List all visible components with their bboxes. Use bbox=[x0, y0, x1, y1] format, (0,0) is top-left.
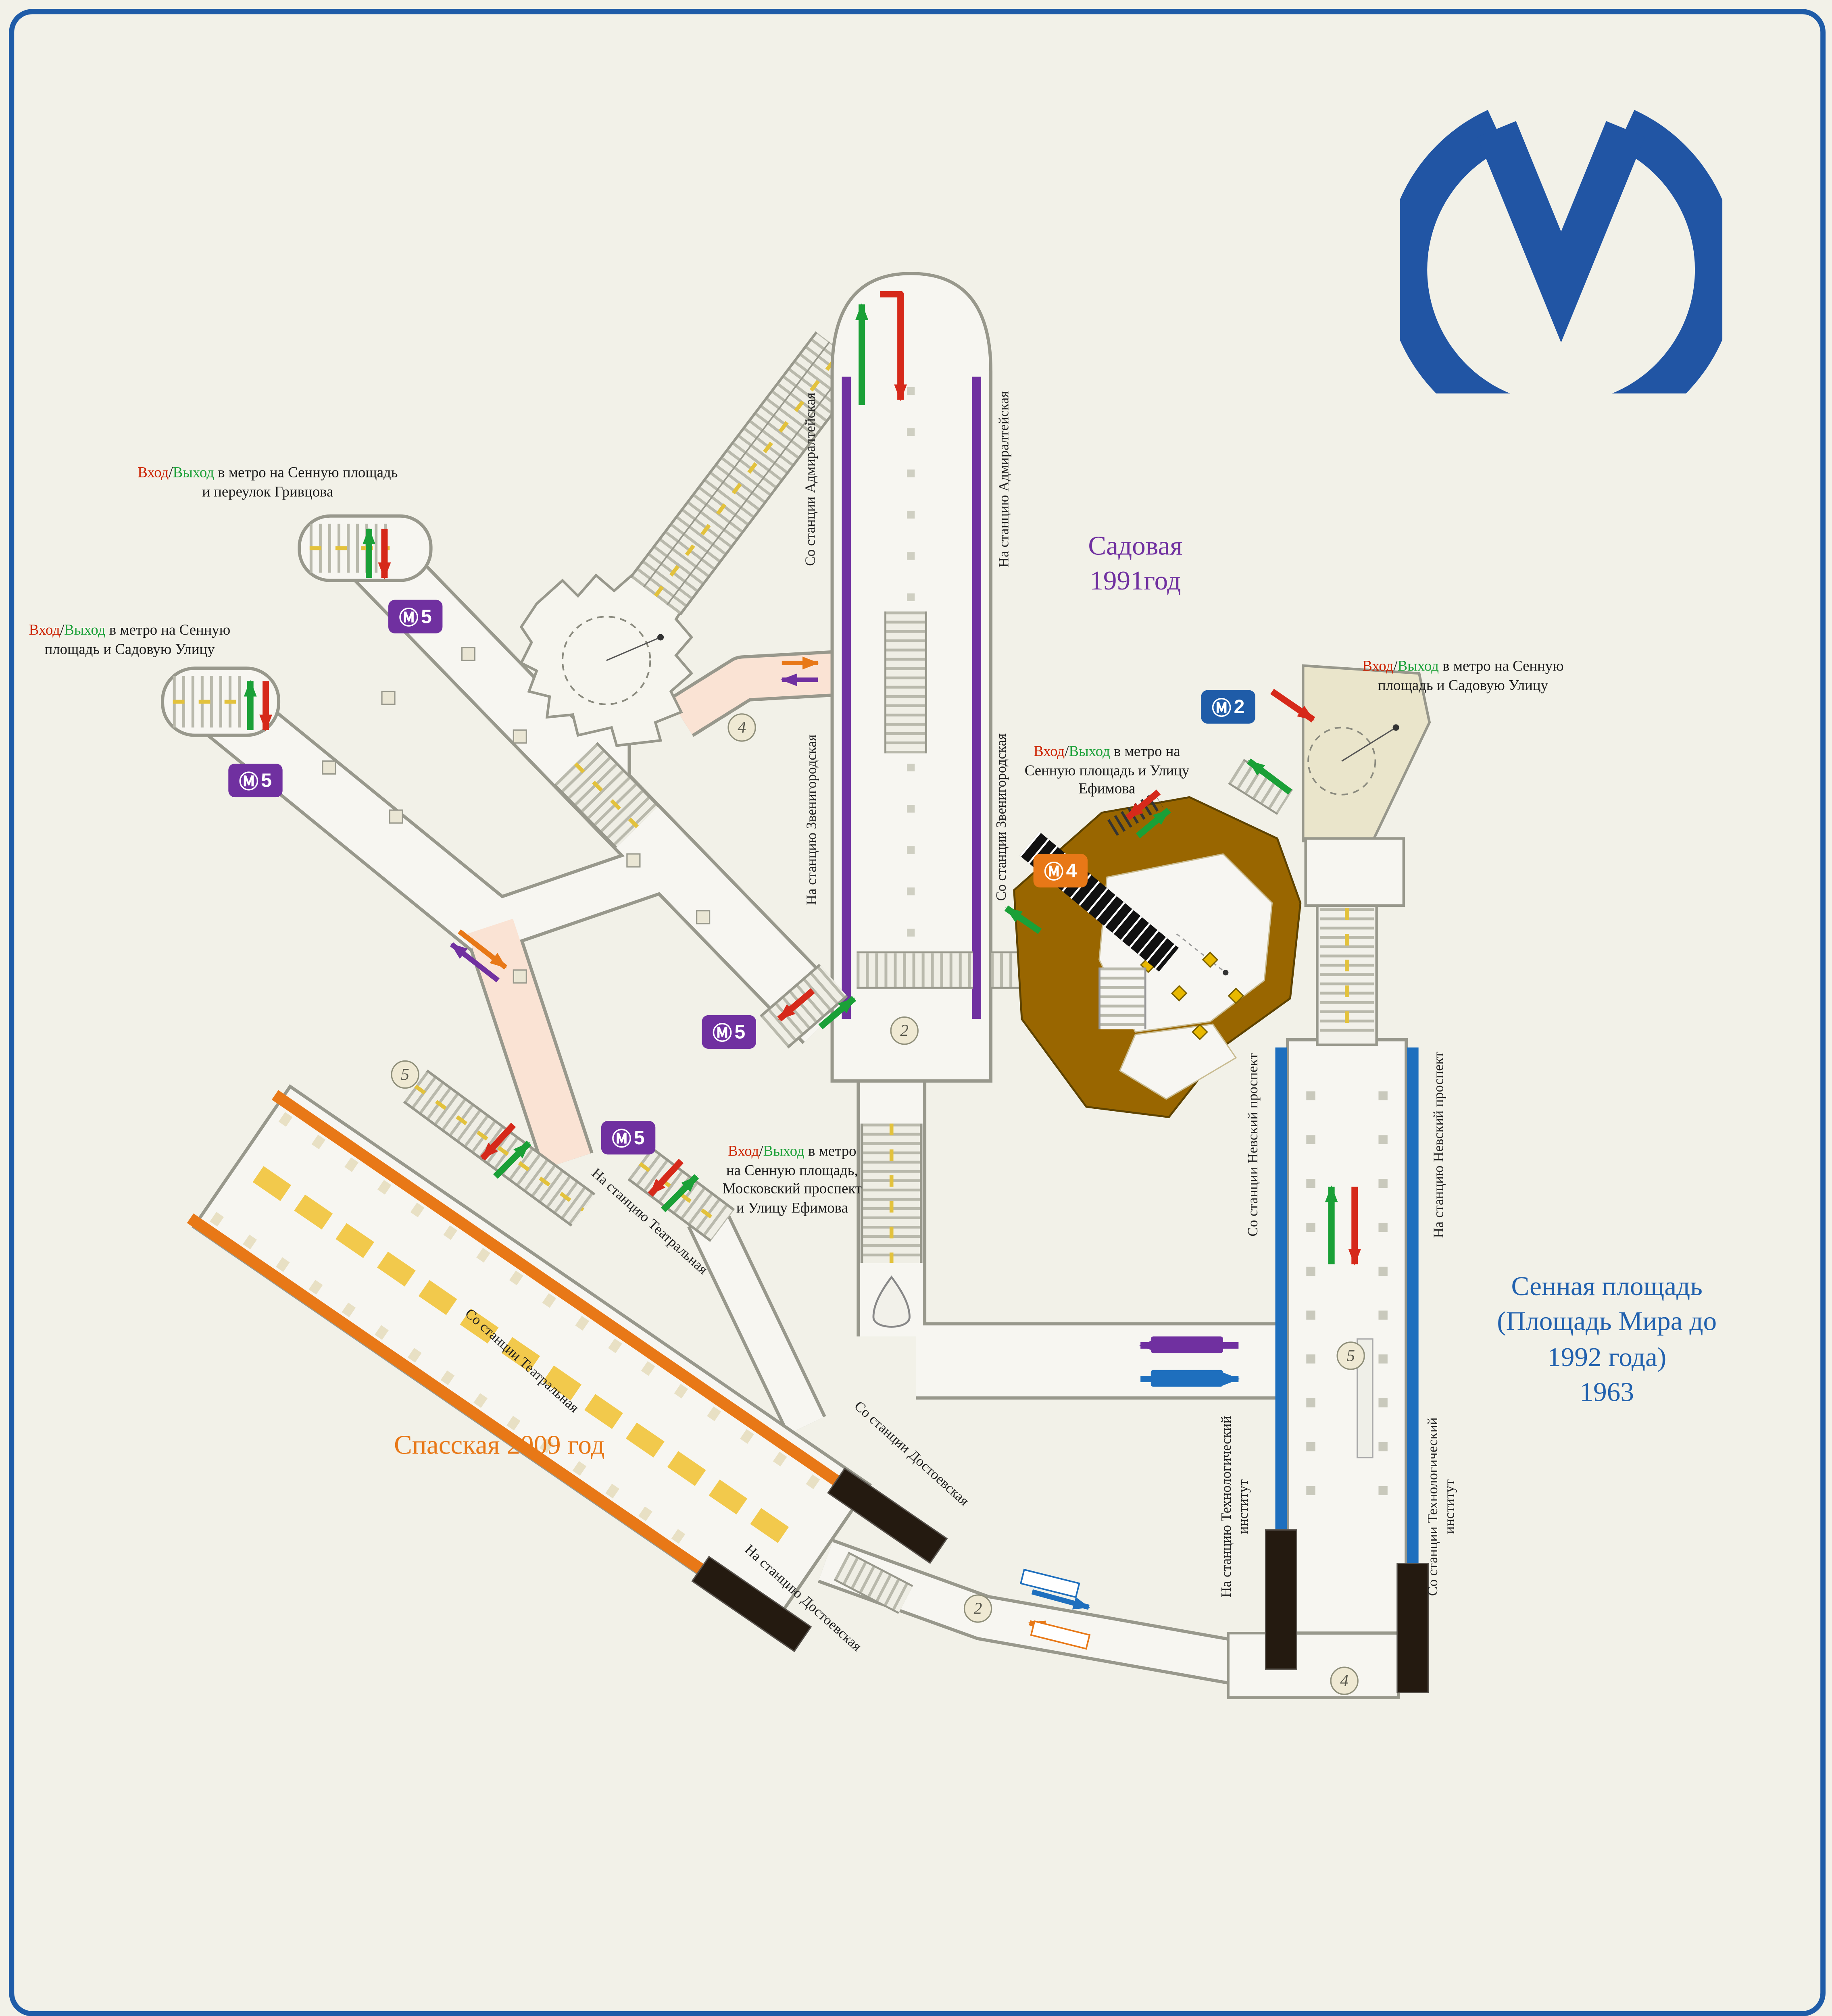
title-line: Спасская 2009 год bbox=[394, 1429, 605, 1460]
title-line: Садовая bbox=[1088, 530, 1183, 561]
escalator-corridor-junction bbox=[553, 742, 660, 849]
entrance-rest: в метро на Сенную площадь и Садовую Улиц… bbox=[1378, 659, 1564, 694]
track-label-to-tekhnologichesky: На станцию Технологический институт bbox=[1219, 1416, 1252, 1597]
line-number: 5 bbox=[634, 1127, 645, 1149]
line-number: 5 bbox=[421, 606, 432, 628]
track-label-from-tekhnologichesky: Со станции Технологический институт bbox=[1426, 1417, 1458, 1596]
entrance-out-word: Выход bbox=[763, 1144, 804, 1160]
junction-number: 5 bbox=[1336, 1341, 1365, 1370]
entrance-sep: / bbox=[169, 465, 173, 481]
junction-number: 2 bbox=[963, 1594, 992, 1623]
title-line: 1963 bbox=[1580, 1376, 1634, 1408]
title-line: (Площадь Мира до bbox=[1497, 1306, 1717, 1337]
main-incline-escalators bbox=[629, 331, 867, 616]
entrance-sep: / bbox=[759, 1144, 763, 1160]
metro-m-icon: Ⓜ bbox=[1044, 861, 1064, 883]
exit-bar-grivtsova bbox=[298, 514, 433, 582]
entrance-out-word: Выход bbox=[1397, 659, 1439, 675]
spasskaya-station bbox=[187, 1084, 948, 1652]
track-label-to-zvenigorodskaya: На станцию Звенигородская bbox=[804, 734, 820, 905]
entrance-sep: / bbox=[1393, 659, 1398, 675]
metro-m-icon: Ⓜ bbox=[399, 607, 419, 629]
title-line: 1992 года) bbox=[1547, 1341, 1667, 1372]
track-label-from-nevsky: Со станции Невский проспект bbox=[1245, 1053, 1261, 1237]
stairs-dostoevskaya-corridor bbox=[834, 1552, 913, 1614]
stairs-m2-entrance bbox=[1228, 759, 1293, 815]
line-number: 4 bbox=[1066, 860, 1077, 882]
entrance-in-word: Вход bbox=[1034, 744, 1065, 760]
entrance-label-grivtsova: Вход/Выход в метро на Сенную площадь и п… bbox=[135, 464, 400, 502]
station-title-sennaya: Сенная площадь (Площадь Мира до 1992 год… bbox=[1455, 1269, 1759, 1410]
sennaya-station bbox=[1265, 899, 1429, 1693]
entrance-label-sadovaya-ulitsa-right: Вход/Выход в метро на Сенную площадь и С… bbox=[1347, 658, 1579, 696]
line-number: 2 bbox=[1234, 696, 1245, 718]
exit-bar-sadovaya-ulitsa bbox=[161, 666, 281, 737]
metro-m-icon: Ⓜ bbox=[612, 1128, 632, 1150]
entrance-out-word: Выход bbox=[1069, 744, 1110, 760]
line-number: 5 bbox=[734, 1021, 746, 1043]
title-line: Сенная площадь bbox=[1511, 1270, 1703, 1302]
entrance-in-word: Вход bbox=[728, 1144, 759, 1160]
track-label-from-zvenigorodskaya: Со станции Звенигородская bbox=[994, 733, 1010, 901]
junction-number: 5 bbox=[391, 1060, 419, 1089]
entrance-sep: / bbox=[1065, 744, 1069, 760]
line-number: 5 bbox=[261, 769, 272, 791]
metro-m-icon: Ⓜ bbox=[713, 1022, 732, 1044]
sadovaya-lower-shaft bbox=[860, 1123, 923, 1328]
track-label-from-admiralteyskaya: Со станции Адмиралтейская bbox=[803, 392, 819, 566]
escalator-spasskaya-1 bbox=[403, 1069, 596, 1227]
title-line: 1991год bbox=[1090, 565, 1181, 597]
entrance-sep: / bbox=[60, 623, 65, 639]
entrance-out-word: Выход bbox=[64, 623, 106, 639]
entrance-label-efimova: Вход/Выход в метро на Сенную площадь и У… bbox=[1017, 743, 1197, 800]
junction-structure-bottom bbox=[1227, 1632, 1400, 1699]
entrance-rest: в метро на Сенную площадь и переулок Гри… bbox=[202, 465, 398, 500]
brown-vestibule bbox=[1013, 792, 1302, 1118]
entrance-exit-arrows bbox=[244, 291, 1361, 1266]
entrance-label-sadovaya-ulitsa-left: Вход/Выход в метро на Сенную площадь и С… bbox=[10, 622, 249, 660]
junction-number: 4 bbox=[727, 713, 756, 742]
entrance-in-word: Вход bbox=[138, 465, 169, 481]
entrance-rest: в метро на Сенную площадь и Улицу Ефимов… bbox=[1024, 744, 1190, 798]
page-border bbox=[9, 9, 1826, 2016]
station-title-spasskaya: Спасская 2009 год bbox=[338, 1428, 661, 1463]
track-label-to-admiralteyskaya: На станцию Адмиралтейская bbox=[996, 391, 1012, 568]
track-label-to-nevsky: На станцию Невский проспект bbox=[1431, 1052, 1447, 1238]
entrance-rest: в метро на Сенную площадь, Московский пр… bbox=[722, 1144, 862, 1217]
junction-number: 2 bbox=[890, 1016, 919, 1045]
station-title-sadovaya: Садовая 1991год bbox=[1019, 529, 1251, 600]
m2-vestibule bbox=[1302, 664, 1431, 907]
metro-m-icon: Ⓜ bbox=[1212, 697, 1232, 719]
entrance-in-word: Вход bbox=[29, 623, 60, 639]
entrance-out-word: Выход bbox=[173, 465, 214, 481]
entrance-rest: в метро на Сенную площадь и Садовую Улиц… bbox=[44, 623, 231, 658]
surface-vestibule bbox=[519, 571, 694, 747]
metro-m-icon: Ⓜ bbox=[239, 771, 258, 793]
spb-metro-logo-icon bbox=[1400, 110, 1723, 394]
junction-number: 4 bbox=[1330, 1666, 1359, 1695]
sadovaya-hall bbox=[759, 272, 1043, 1083]
transfer-sign-boxes bbox=[450, 656, 1240, 1650]
entrance-label-moskovsky: Вход/Выход в метро на Сенную площадь, Мо… bbox=[720, 1143, 864, 1219]
entrance-in-word: Вход bbox=[1362, 659, 1394, 675]
